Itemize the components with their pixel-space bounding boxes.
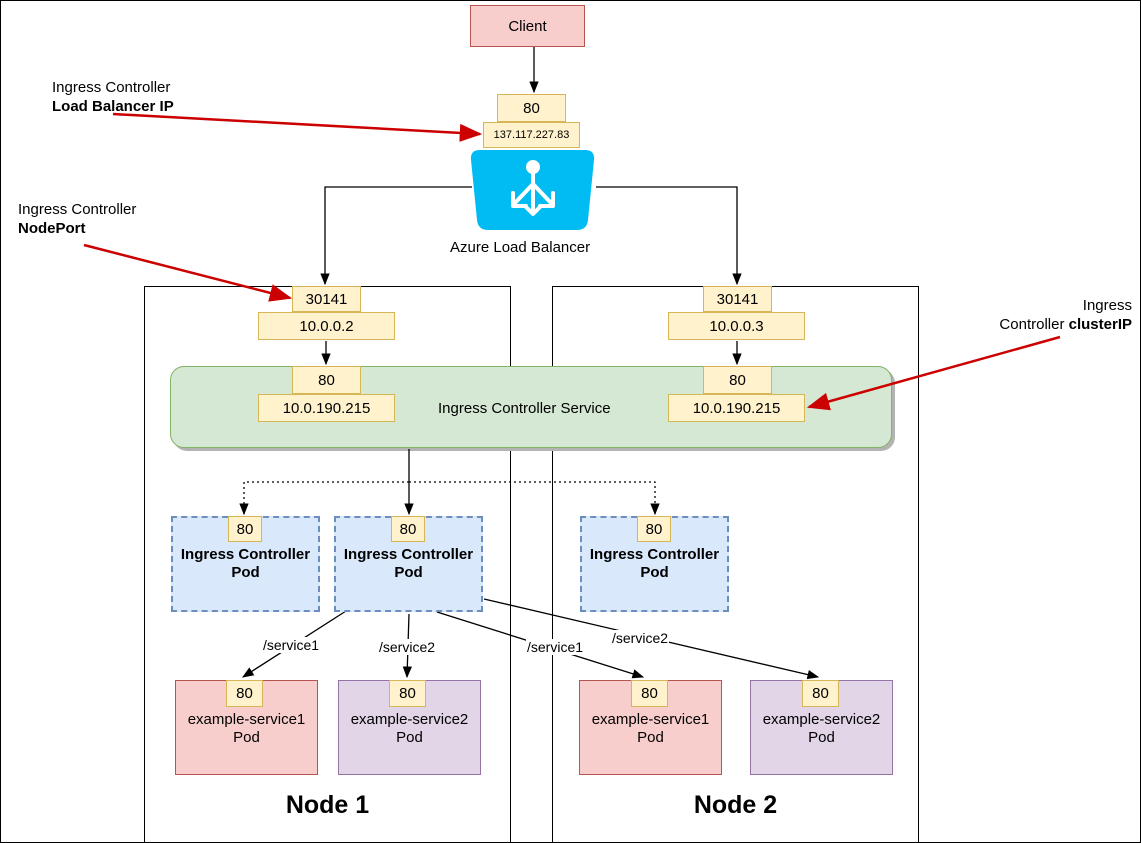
annotation-arrow-lb-ip <box>112 112 483 142</box>
svc-pod-2-port: 80 <box>389 680 426 707</box>
svc-pod-4-line1: example-service2 <box>762 711 881 728</box>
edge-lb-to-node1 <box>320 186 472 286</box>
ic-pod-3-line2: Pod <box>640 564 669 581</box>
load-balancer-label: Azure Load Balancer <box>450 239 591 256</box>
svc-pod-1-port: 80 <box>226 680 263 707</box>
route-label-1: /service1 <box>262 637 321 653</box>
node-2-cluster-ip: 10.0.190.215 <box>668 394 805 422</box>
edge-svc-to-ic-pods-dotted <box>243 481 656 514</box>
annotation-arrow-nodeport <box>83 243 293 302</box>
lb-port: 80 <box>497 94 566 122</box>
svc-pod-2-line1: example-service2 <box>350 711 469 728</box>
node-2-svc-port: 80 <box>703 366 772 394</box>
annotation-lb-ip-line2: Load Balancer IP <box>52 98 174 115</box>
svc-pod-1-line2: Pod <box>233 729 260 746</box>
node-1-title: Node 1 <box>285 791 370 819</box>
lb-public-ip: 137.117.227.83 <box>483 122 580 148</box>
annotation-lb-ip-line1: Ingress Controller <box>52 79 171 96</box>
ic-pod-1-port: 80 <box>228 516 262 542</box>
annotation-cluster-ip-line2-bold: clusterIP <box>1068 316 1132 333</box>
client-box: Client <box>470 5 585 47</box>
route-label-3: /service1 <box>526 639 585 655</box>
node-2-ip: 10.0.0.3 <box>668 312 805 340</box>
svc-pod-2-line2: Pod <box>396 729 423 746</box>
svc-pod-3-line2: Pod <box>637 729 664 746</box>
node-2-title: Node 2 <box>693 791 778 819</box>
ic-pod-1-line1: Ingress Controller <box>180 546 311 563</box>
edge-lb-to-node2 <box>596 186 742 286</box>
annotation-cluster-ip-line2: Controller <box>999 316 1069 333</box>
annotation-nodeport-line2: NodePort <box>18 220 86 237</box>
load-balancer-icon <box>470 150 595 230</box>
ic-pod-2-line2: Pod <box>394 564 423 581</box>
node-1-ip: 10.0.0.2 <box>258 312 395 340</box>
ic-pod-2-port: 80 <box>391 516 425 542</box>
annotation-nodeport: Ingress Controller NodePort <box>18 200 136 238</box>
svc-pod-4-line2: Pod <box>808 729 835 746</box>
svc-pod-3-port: 80 <box>631 680 668 707</box>
svc-pod-3-line1: example-service1 <box>591 711 710 728</box>
annotation-nodeport-line1: Ingress Controller <box>18 201 137 218</box>
node-2-nodeport: 30141 <box>703 286 772 312</box>
ic-pod-2-line1: Ingress Controller <box>343 546 474 563</box>
ic-pod-3-line1: Ingress Controller <box>589 546 720 563</box>
annotation-cluster-ip: Ingress Controller clusterIP <box>990 296 1132 334</box>
node-1-cluster-ip: 10.0.190.215 <box>258 394 395 422</box>
svc-pod-1-line1: example-service1 <box>187 711 306 728</box>
node-1-svc-port: 80 <box>292 366 361 394</box>
route-label-2: /service2 <box>378 639 437 655</box>
node-1-nodeport: 30141 <box>292 286 361 312</box>
svc-pod-4-port: 80 <box>802 680 839 707</box>
service-label: Ingress Controller Service <box>438 400 611 417</box>
route-label-4: /service2 <box>611 630 670 646</box>
ic-pod-3-port: 80 <box>637 516 671 542</box>
ic-pod-1-line2: Pod <box>231 564 260 581</box>
annotation-arrow-cluster-ip <box>806 335 1061 411</box>
annotation-cluster-ip-line1: Ingress <box>1082 297 1132 314</box>
annotation-lb-ip: Ingress Controller Load Balancer IP <box>52 78 174 116</box>
